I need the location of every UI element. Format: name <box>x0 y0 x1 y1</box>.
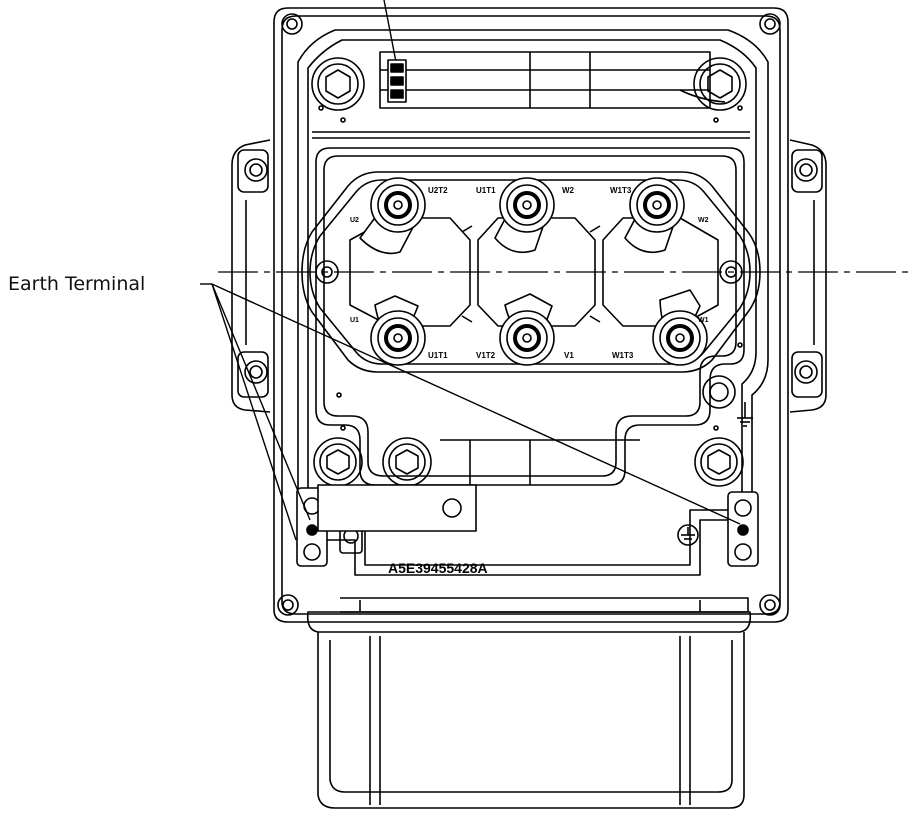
terminal-stud-top-1 <box>359 177 426 255</box>
terminal-markings: U2T2 U1T1 W2 W1T3 U1T1 V1T2 V1 W1T3 U2 U… <box>350 186 709 360</box>
marking-left-1: U2 <box>350 217 359 224</box>
housing-outline <box>273 7 789 623</box>
bottom-right-bolt <box>694 437 744 487</box>
earth-symbol-icon <box>677 524 699 546</box>
internal-earth-stud <box>702 375 753 427</box>
top-right-bolt <box>693 57 747 111</box>
top-left-bolt <box>311 57 365 111</box>
earth-terminal-label: Earth Terminal <box>8 273 146 295</box>
marking-left-2: U1 <box>350 317 359 324</box>
marking-top-4: W1T3 <box>610 186 632 195</box>
terminal-stud-bottom-1 <box>370 295 426 366</box>
terminal-stud-top-2 <box>494 177 555 254</box>
marking-top-2: U1T1 <box>476 186 496 195</box>
marking-bottom-2: V1T2 <box>476 351 496 360</box>
right-mounting-ears <box>789 139 827 413</box>
marking-top-3: W2 <box>562 186 575 195</box>
terminal-stud-top-3 <box>624 177 685 254</box>
right-earth-terminal <box>727 491 759 567</box>
serial-number: A5E39455428A <box>388 560 488 576</box>
terminal-stud-bottom-2 <box>499 293 555 366</box>
left-mounting-ears <box>231 139 271 413</box>
earth-busbar <box>317 484 477 532</box>
top-terminal-block <box>387 59 407 103</box>
housing-dimples <box>318 105 743 431</box>
inner-cover-contour <box>297 29 769 576</box>
terminal-stud-bottom-3 <box>652 289 708 366</box>
bottom-left-bolt <box>313 437 363 487</box>
earth-terminal-leaders <box>200 283 741 541</box>
marking-top-1: U2T2 <box>428 186 448 195</box>
marking-bottom-1: U1T1 <box>428 351 448 360</box>
marking-right-2: W1 <box>698 317 709 324</box>
cable-entry-plate <box>306 597 752 809</box>
bottom-center-bolt <box>382 437 432 487</box>
marking-bottom-3: V1 <box>564 351 574 360</box>
marking-bottom-4: W1T3 <box>612 351 634 360</box>
marking-right-1: W2 <box>698 217 709 224</box>
